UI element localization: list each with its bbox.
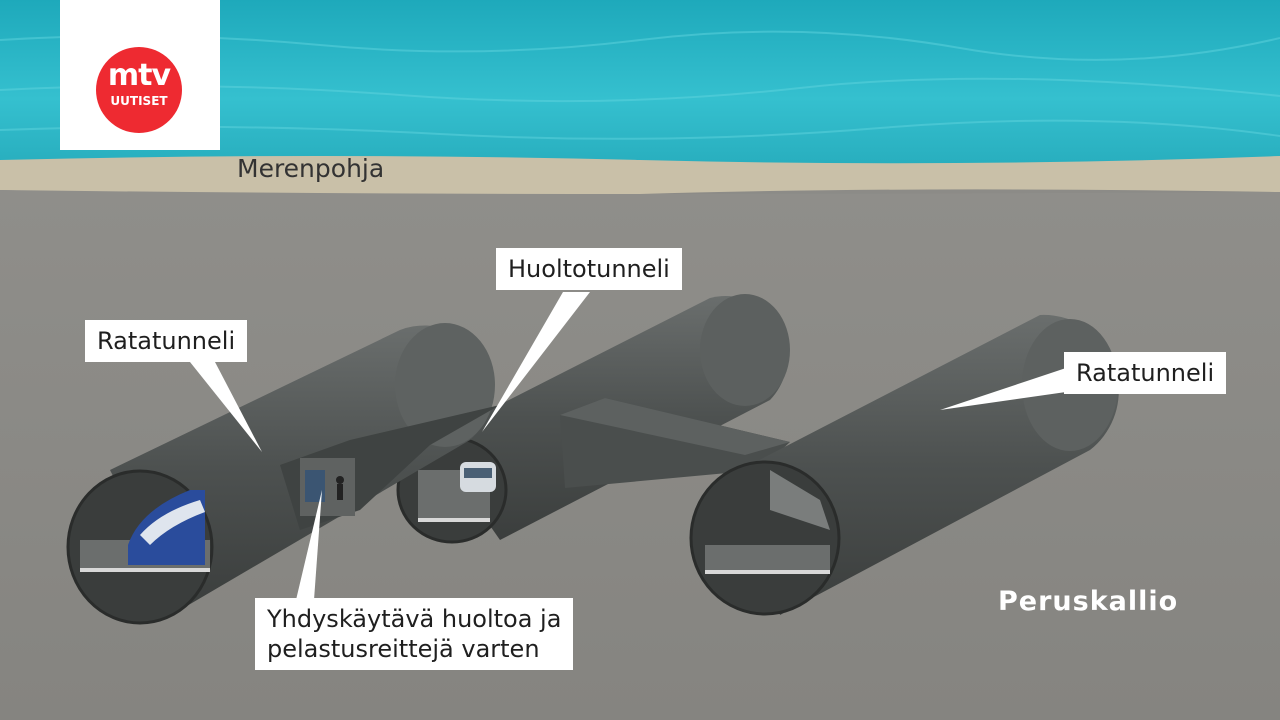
- callout-pointer-rail-right: [940, 368, 1066, 410]
- label-service-tunnel: Huoltotunneli: [496, 248, 682, 290]
- callout-pointer-service: [482, 292, 590, 432]
- label-connecting-passage: Yhdyskäytävä huoltoa ja pelastusreittejä…: [255, 598, 574, 670]
- callout-pointer-passage: [296, 490, 322, 600]
- rail-tunnel-right-opening: [689, 460, 841, 616]
- cross-passage-right: [560, 398, 790, 488]
- logo-sub-text: UUTISET: [110, 94, 168, 108]
- bedrock-label: Peruskallio: [998, 586, 1179, 617]
- label-rail-tunnel-right: Ratatunneli: [1064, 352, 1227, 394]
- seabed-label: Merenpohja: [237, 154, 385, 183]
- callout-pointer-rail-left: [190, 362, 262, 452]
- label-connecting-passage-line2: pelastusreittejä varten: [267, 635, 540, 663]
- mtv-uutiset-logo: mtv UUTISET: [60, 0, 220, 150]
- label-rail-tunnel-left: Ratatunneli: [85, 320, 248, 362]
- connecting-passage: [280, 405, 500, 530]
- seabed-layer: [0, 156, 1280, 198]
- logo-main-text: mtv: [107, 58, 171, 93]
- label-connecting-passage-line1: Yhdyskäytävä huoltoa ja: [267, 605, 562, 633]
- logo-circle: mtv UUTISET: [96, 47, 182, 133]
